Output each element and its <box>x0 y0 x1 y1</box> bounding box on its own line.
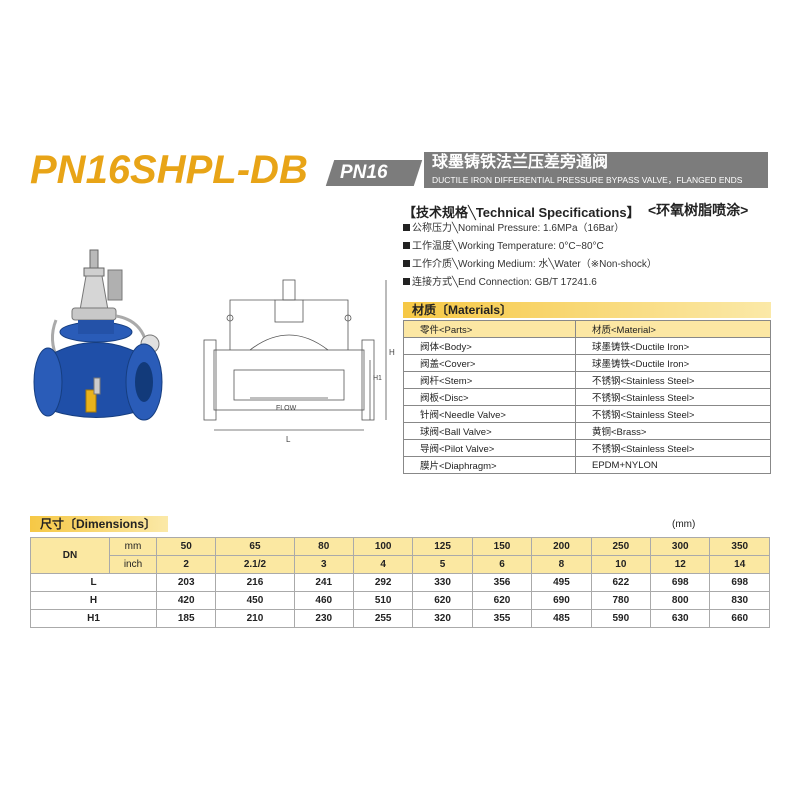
dn-mm-cell: 300 <box>650 537 711 556</box>
materials-table: 零件<Parts> 材质<Material> 阀体<Body>球墨铸铁<Duct… <box>403 320 771 474</box>
dimension-value: 620 <box>412 591 473 610</box>
dimension-value: 660 <box>709 609 770 628</box>
table-header-row: 零件<Parts> 材质<Material> <box>403 320 771 338</box>
dimension-value: 590 <box>590 609 652 628</box>
dimension-value: 292 <box>352 573 414 592</box>
dimension-value: 622 <box>590 573 652 592</box>
dn-label: DN <box>30 537 110 574</box>
dn-inch-cell: 3 <box>293 555 354 574</box>
bullet-icon <box>403 278 410 285</box>
dimension-value: 420 <box>155 591 217 610</box>
spec-line: 工作温度╲Working Temperature: 0°C~80°C <box>403 240 604 254</box>
dn-inch-cell: 6 <box>471 555 533 574</box>
dimension-value: 185 <box>155 609 217 628</box>
dn-inch-cell: 8 <box>531 555 592 574</box>
table-row: 阀盖<Cover>球墨铸铁<Ductile Iron> <box>403 354 771 372</box>
dimension-value: 495 <box>531 573 592 592</box>
dn-inch-cell: 12 <box>650 555 711 574</box>
dimension-value: 320 <box>412 609 473 628</box>
dimension-value: 690 <box>531 591 592 610</box>
dn-mm-cell: 150 <box>471 537 533 556</box>
materials-title: 材质〔Materials〕 <box>412 303 513 317</box>
dn-inch-cell: 4 <box>352 555 414 574</box>
dimensions-title: 尺寸〔Dimensions〕 <box>40 517 157 531</box>
dimension-label: H <box>30 591 157 610</box>
dn-mm-cell: 80 <box>293 537 354 556</box>
dn-mm-cell: 200 <box>531 537 592 556</box>
dimension-value: 830 <box>709 591 770 610</box>
coating-note: <环氧树脂喷涂> <box>648 202 749 218</box>
dimension-value: 241 <box>293 573 354 592</box>
dn-inch-cell: 14 <box>709 555 770 574</box>
dimension-value: 355 <box>471 609 533 628</box>
table-row: 阀板<Disc>不锈钢<Stainless Steel> <box>403 388 771 406</box>
dimension-value: 510 <box>352 591 414 610</box>
valve-drawing: FLOW L H H1 <box>203 279 395 444</box>
table-row: 膜片<Diaphragm>EPDM+NYLON <box>403 456 771 474</box>
dimension-value: 356 <box>471 573 533 592</box>
bullet-icon <box>403 260 410 267</box>
dn-mm-cell: 100 <box>352 537 414 556</box>
dimension-value: 630 <box>650 609 711 628</box>
table-row: 阀杆<Stem>不锈钢<Stainless Steel> <box>403 371 771 389</box>
mm-label: mm <box>109 537 157 556</box>
dimension-label: H1 <box>30 609 157 628</box>
bullet-icon <box>403 224 410 231</box>
product-title-cn: 球墨铸铁法兰压差旁通阀 <box>432 154 609 171</box>
dimension-value: 485 <box>531 609 592 628</box>
dimension-value: 230 <box>293 609 354 628</box>
dimension-value: 698 <box>709 573 770 592</box>
dn-inch-cell: 10 <box>590 555 652 574</box>
dn-inch-cell: 2 <box>155 555 217 574</box>
table-row: 球阀<Ball Valve>黄铜<Brass> <box>403 422 771 440</box>
dn-mm-cell: 250 <box>590 537 652 556</box>
spec-line: 公称压力╲Nominal Pressure: 1.6MPa（16Bar） <box>403 222 624 236</box>
product-title-en: DUCTILE IRON DIFFERENTIAL PRESSURE BYPAS… <box>432 175 743 185</box>
dimension-value: 330 <box>412 573 473 592</box>
table-row: 针阀<Needle Valve>不锈钢<Stainless Steel> <box>403 405 771 423</box>
dimensions-title-bar <box>30 516 168 532</box>
table-row: 阀体<Body>球墨铸铁<Ductile Iron> <box>403 337 771 355</box>
dimension-value: 216 <box>215 573 295 592</box>
dn-mm-cell: 50 <box>155 537 217 556</box>
table-row: 导阀<Pilot Valve>不锈钢<Stainless Steel> <box>403 439 771 457</box>
dimension-label: L <box>30 573 157 592</box>
dim-h1-label: H1 <box>373 375 382 382</box>
materials-title-bar <box>403 302 771 318</box>
dimension-value: 203 <box>155 573 217 592</box>
spec-line: 工作介质╲Working Medium: 水╲Water（※Non-shock） <box>403 258 657 272</box>
bullet-icon <box>403 242 410 249</box>
dimension-value: 210 <box>215 609 295 628</box>
dimension-value: 450 <box>215 591 295 610</box>
specs-heading: 【技术规格╲Technical Specifications】 <box>403 205 640 220</box>
dn-mm-cell: 350 <box>709 537 770 556</box>
dn-inch-cell: 5 <box>412 555 473 574</box>
dimensions-unit: (mm) <box>672 519 696 530</box>
dimension-value: 698 <box>650 573 711 592</box>
dimension-value: 800 <box>650 591 711 610</box>
valve-photo <box>33 249 163 421</box>
model-title: PN16SHPL-DB <box>30 148 308 192</box>
dimension-value: 780 <box>590 591 652 610</box>
dn-inch-cell: 2.1/2 <box>215 555 295 574</box>
dimension-value: 460 <box>293 591 354 610</box>
spec-line: 连接方式╲End Connection: GB/T 17241.6 <box>403 276 597 290</box>
dim-l-label: L <box>286 435 291 444</box>
dimension-value: 620 <box>471 591 533 610</box>
inch-label: inch <box>109 555 157 574</box>
pressure-tag: PN16 <box>340 162 388 183</box>
dim-h-label: H <box>389 348 395 357</box>
dimension-value: 255 <box>352 609 414 628</box>
title-bar <box>424 152 768 188</box>
dn-mm-cell: 125 <box>412 537 473 556</box>
flow-label: FLOW <box>276 405 297 412</box>
dn-mm-cell: 65 <box>215 537 295 556</box>
